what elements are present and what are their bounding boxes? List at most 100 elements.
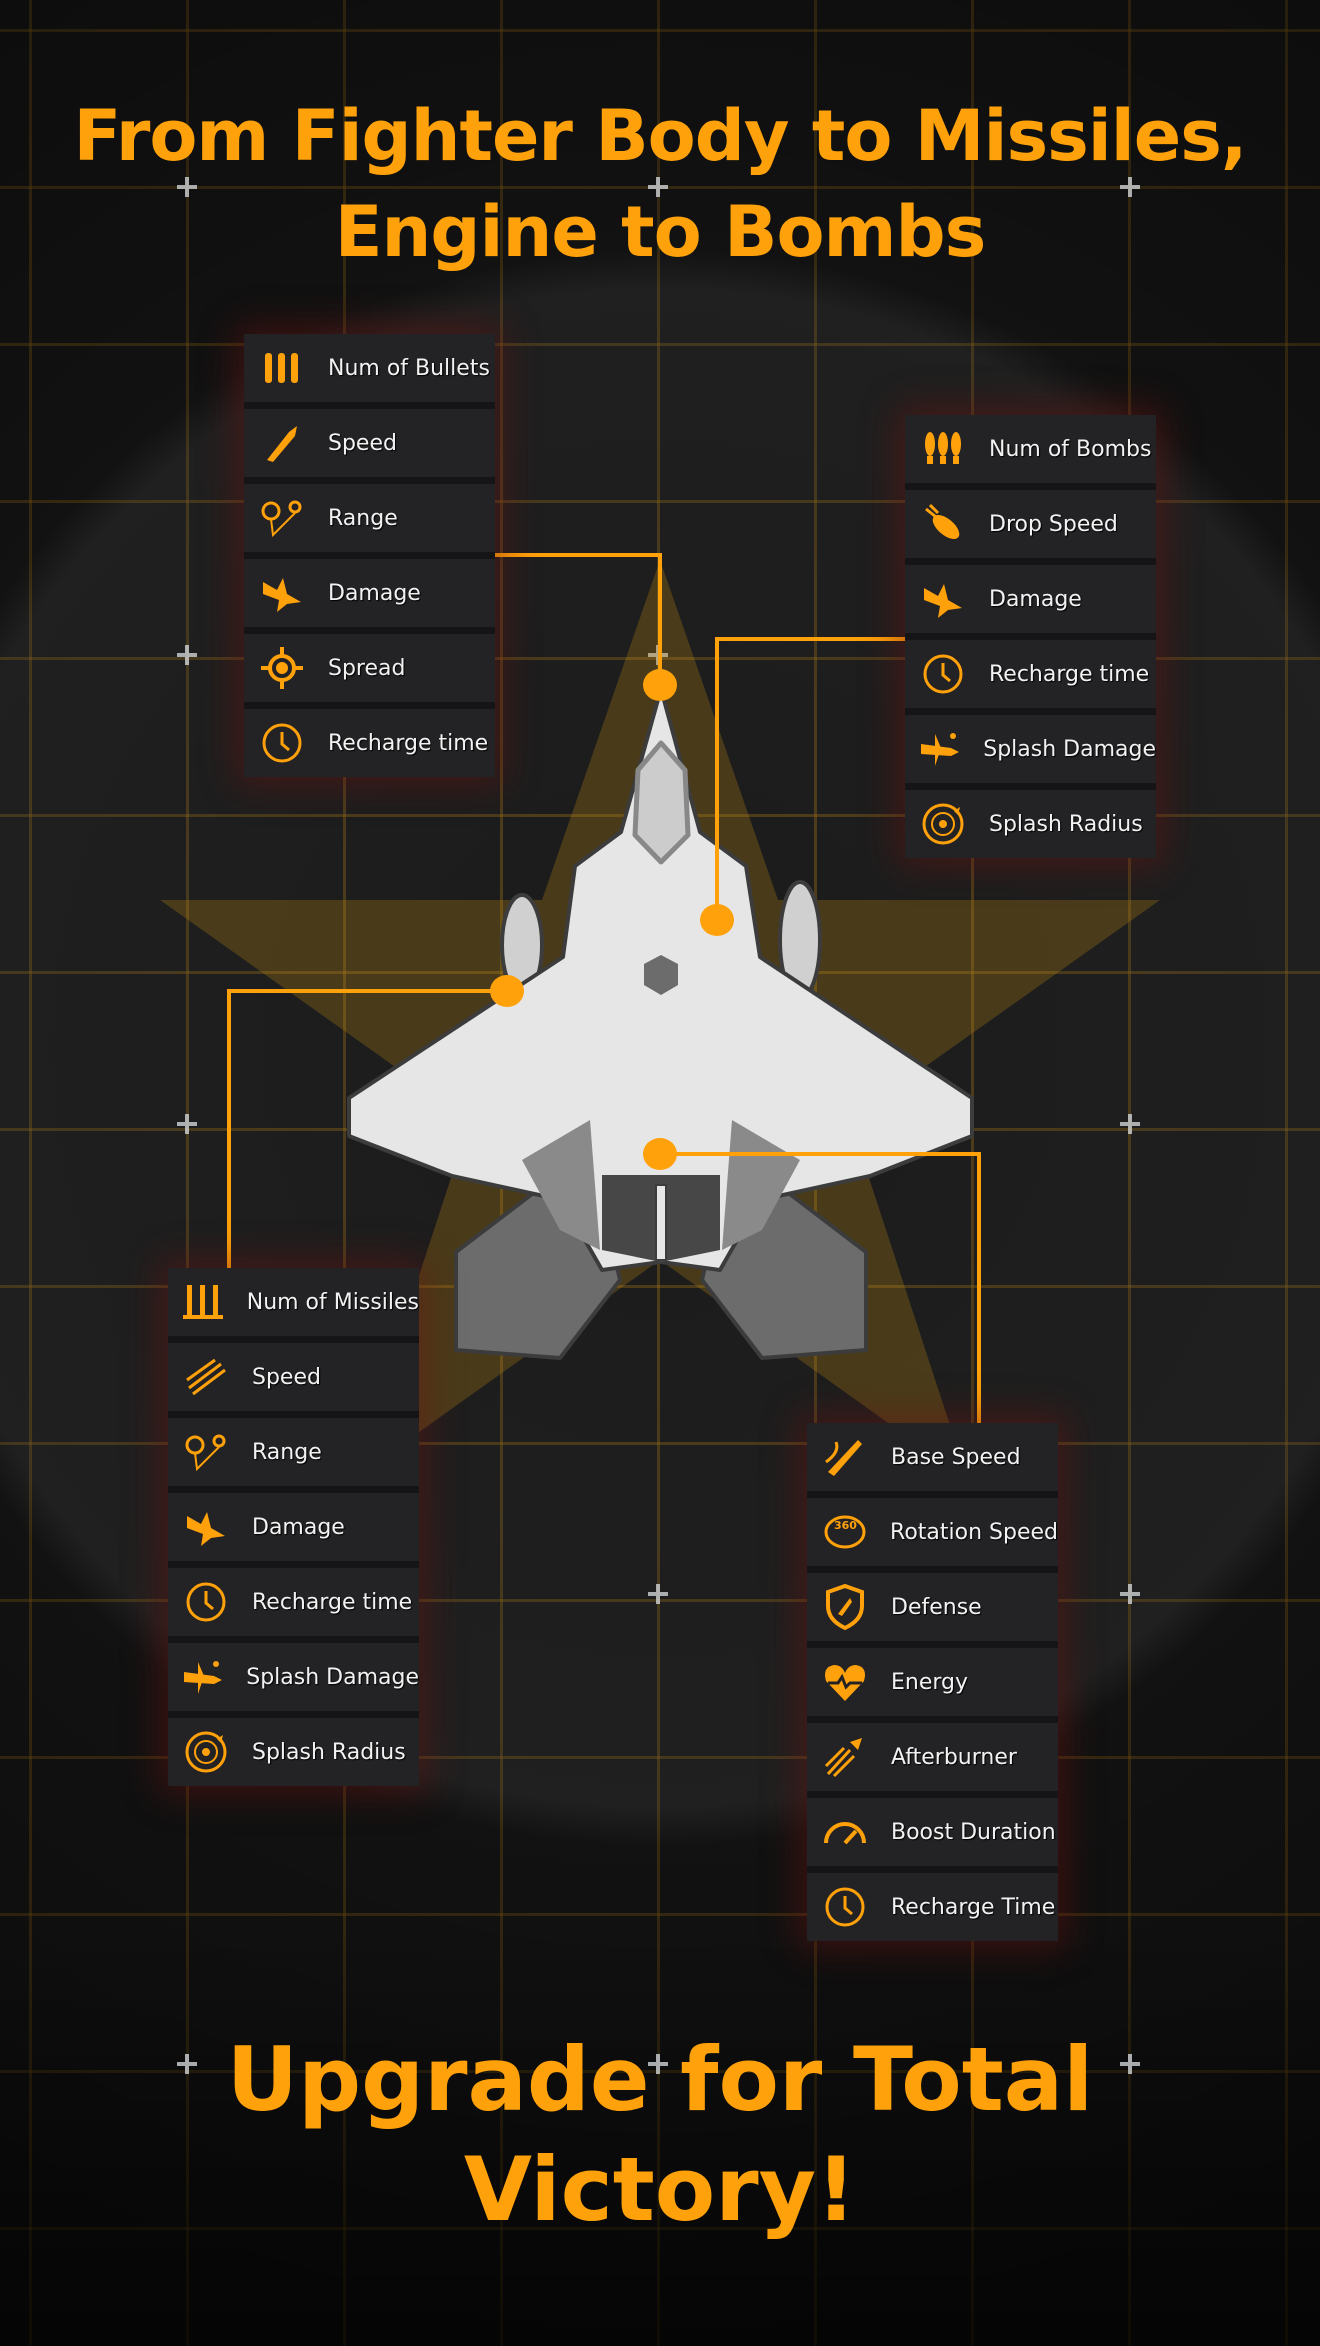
- crosshair-icon: [252, 643, 312, 693]
- upgrade-label: Splash Damage: [983, 736, 1156, 762]
- upgrade-row-engine[interactable]: Defense: [807, 1573, 1058, 1641]
- upgrade-label: Splash Radius: [989, 811, 1143, 837]
- plus-marker: [1120, 1584, 1140, 1604]
- upgrade-label: Recharge Time: [891, 1894, 1056, 1920]
- upgrade-label: Speed: [252, 1364, 321, 1390]
- upgrade-label: Rotation Speed: [890, 1519, 1058, 1545]
- upgrade-label: Spread: [328, 655, 406, 681]
- radar-icon: [913, 799, 973, 849]
- footer-line-2: Victory!: [463, 2138, 857, 2241]
- upgrade-row-missiles[interactable]: Damage: [168, 1493, 419, 1561]
- plus-marker: [1120, 177, 1140, 197]
- upgrade-row-bullets[interactable]: Num of Bullets: [244, 334, 495, 402]
- damage-explosion-icon: [176, 1502, 236, 1552]
- upgrade-row-bullets[interactable]: Recharge time: [244, 709, 495, 777]
- plus-marker: [1120, 1114, 1140, 1134]
- damage-explosion-icon: [252, 568, 312, 618]
- hotspot-bullets[interactable]: [643, 669, 677, 701]
- upgrade-row-missiles[interactable]: Splash Radius: [168, 1718, 419, 1786]
- upgrade-label: Drop Speed: [989, 511, 1118, 537]
- upgrade-row-bullets[interactable]: Range: [244, 484, 495, 552]
- missile-speed-icon: [176, 1352, 236, 1402]
- bomb-drop-icon: [913, 499, 973, 549]
- shield-icon: [815, 1582, 875, 1632]
- upgrade-row-missiles[interactable]: Splash Damage: [168, 1643, 419, 1711]
- upgrade-label: Base Speed: [891, 1444, 1021, 1470]
- upgrade-label: Splash Damage: [246, 1664, 419, 1690]
- svg-text:360: 360: [834, 1519, 857, 1532]
- plus-marker: [177, 177, 197, 197]
- upgrade-row-engine[interactable]: 360 Rotation Speed: [807, 1498, 1058, 1566]
- afterburner-icon: [815, 1732, 875, 1782]
- hotspot-engine[interactable]: [643, 1138, 677, 1170]
- upgrade-label: Num of Bombs: [989, 436, 1152, 462]
- footer-line-1: Upgrade for Total: [226, 2028, 1094, 2131]
- upgrade-row-missiles[interactable]: Num of Missiles: [168, 1268, 419, 1336]
- plus-marker: [1120, 2054, 1140, 2074]
- upgrade-row-bombs[interactable]: Damage: [905, 565, 1156, 633]
- clock-icon: [252, 718, 312, 768]
- upgrade-row-engine[interactable]: Boost Duration: [807, 1798, 1058, 1866]
- hotspots: [490, 669, 734, 1170]
- clock-icon: [913, 649, 973, 699]
- upgrade-row-bombs[interactable]: Recharge time: [905, 640, 1156, 708]
- upgrade-label: Afterburner: [891, 1744, 1017, 1770]
- upgrade-row-engine[interactable]: Afterburner: [807, 1723, 1058, 1791]
- upgrade-row-engine[interactable]: Recharge Time: [807, 1873, 1058, 1941]
- upgrade-row-bombs[interactable]: Num of Bombs: [905, 415, 1156, 483]
- gauge-icon: [815, 1807, 875, 1857]
- upgrade-label: Range: [252, 1439, 322, 1465]
- headline-line-1: From Fighter Body to Missiles,: [73, 95, 1247, 177]
- upgrade-label: Damage: [989, 586, 1082, 612]
- upgrade-label: Recharge time: [989, 661, 1150, 687]
- upgrade-row-engine[interactable]: Energy: [807, 1648, 1058, 1716]
- upgrade-label: Splash Radius: [252, 1739, 406, 1765]
- damage-explosion-icon: [913, 574, 973, 624]
- upgrade-label: Boost Duration: [891, 1819, 1056, 1845]
- upgrade-row-missiles[interactable]: Speed: [168, 1343, 419, 1411]
- upgrade-row-engine[interactable]: Base Speed: [807, 1423, 1058, 1491]
- upgrade-label: Range: [328, 505, 398, 531]
- upgrade-label: Recharge time: [252, 1589, 413, 1615]
- upgrade-row-bombs[interactable]: Splash Radius: [905, 790, 1156, 858]
- footer-slogan: Upgrade for Total Victory!: [0, 2025, 1320, 2245]
- bullet-speed-icon: [252, 418, 312, 468]
- upgrade-row-missiles[interactable]: Recharge time: [168, 1568, 419, 1636]
- hotspot-bombs[interactable]: [700, 904, 734, 936]
- plus-marker: [648, 2054, 668, 2074]
- clock-icon: [176, 1577, 236, 1627]
- upgrade-row-bullets[interactable]: Damage: [244, 559, 495, 627]
- upgrade-label: Damage: [328, 580, 421, 606]
- rotation-360-icon: 360: [815, 1507, 874, 1557]
- heart-icon: [815, 1657, 875, 1707]
- bombs-icon: [913, 424, 973, 474]
- plus-marker: [177, 645, 197, 665]
- clock-icon: [815, 1882, 875, 1932]
- bottom-fade: [0, 1926, 1320, 2346]
- upgrade-label: Num of Bullets: [328, 355, 490, 381]
- upgrade-label: Damage: [252, 1514, 345, 1540]
- plus-marker: [648, 1584, 668, 1604]
- upgrade-label: Recharge time: [328, 730, 489, 756]
- headline: From Fighter Body to Missiles, Engine to…: [0, 88, 1320, 280]
- plus-marker: [177, 2054, 197, 2074]
- plus-marker: [648, 177, 668, 197]
- missiles-icon: [176, 1277, 231, 1327]
- upgrade-row-missiles[interactable]: Range: [168, 1418, 419, 1486]
- radar-icon: [176, 1727, 236, 1777]
- headline-line-2: Engine to Bombs: [334, 191, 987, 273]
- upgrade-row-bullets[interactable]: Spread: [244, 634, 495, 702]
- upgrade-row-bombs[interactable]: Splash Damage: [905, 715, 1156, 783]
- connector-lines: [227, 553, 981, 1423]
- upgrade-row-bombs[interactable]: Drop Speed: [905, 490, 1156, 558]
- splash-damage-icon: [913, 724, 967, 774]
- range-pin-icon: [176, 1427, 236, 1477]
- hotspot-missiles[interactable]: [490, 975, 524, 1007]
- upgrade-row-bullets[interactable]: Speed: [244, 409, 495, 477]
- splash-damage-icon: [176, 1652, 230, 1702]
